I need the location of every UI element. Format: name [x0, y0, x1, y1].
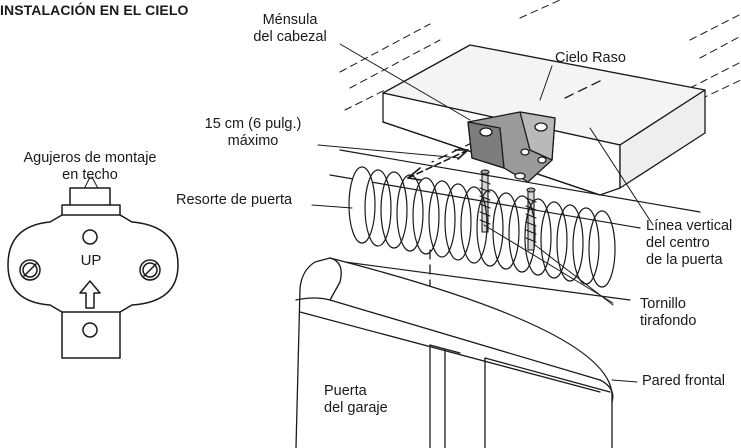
door-spring-label: Resorte de puerta	[176, 192, 293, 208]
header-bracket-label: Ménsula del cabezal	[253, 12, 327, 45]
lag-screw-label: Tornillo tirafondo	[640, 296, 697, 329]
mounting-holes-label: Agujeros de montaje en techo	[23, 150, 157, 183]
screw-head-icon	[19, 259, 41, 281]
vertical-line-label: Línea vertical del centro de la puerta	[646, 218, 733, 268]
garage-door-label: Puerta del garaje	[324, 383, 388, 416]
front-wall-and-door	[295, 257, 614, 448]
front-wall-label: Pared frontal	[642, 373, 726, 389]
ceiling-label: Cielo Raso	[555, 50, 626, 66]
bracket-up-marking: UP	[80, 252, 102, 269]
header-bracket	[467, 111, 556, 183]
torsion-spring	[329, 149, 701, 301]
diagram-title: INSTALACIÓN EN EL CIELO	[0, 2, 189, 18]
distance-label: 15 cm (6 pulg.) máximo	[204, 116, 302, 149]
screw-head-icon	[139, 259, 161, 281]
ceiling-joists	[339, 0, 741, 111]
up-arrow-icon	[79, 280, 101, 309]
bracket-front-view	[7, 187, 179, 359]
